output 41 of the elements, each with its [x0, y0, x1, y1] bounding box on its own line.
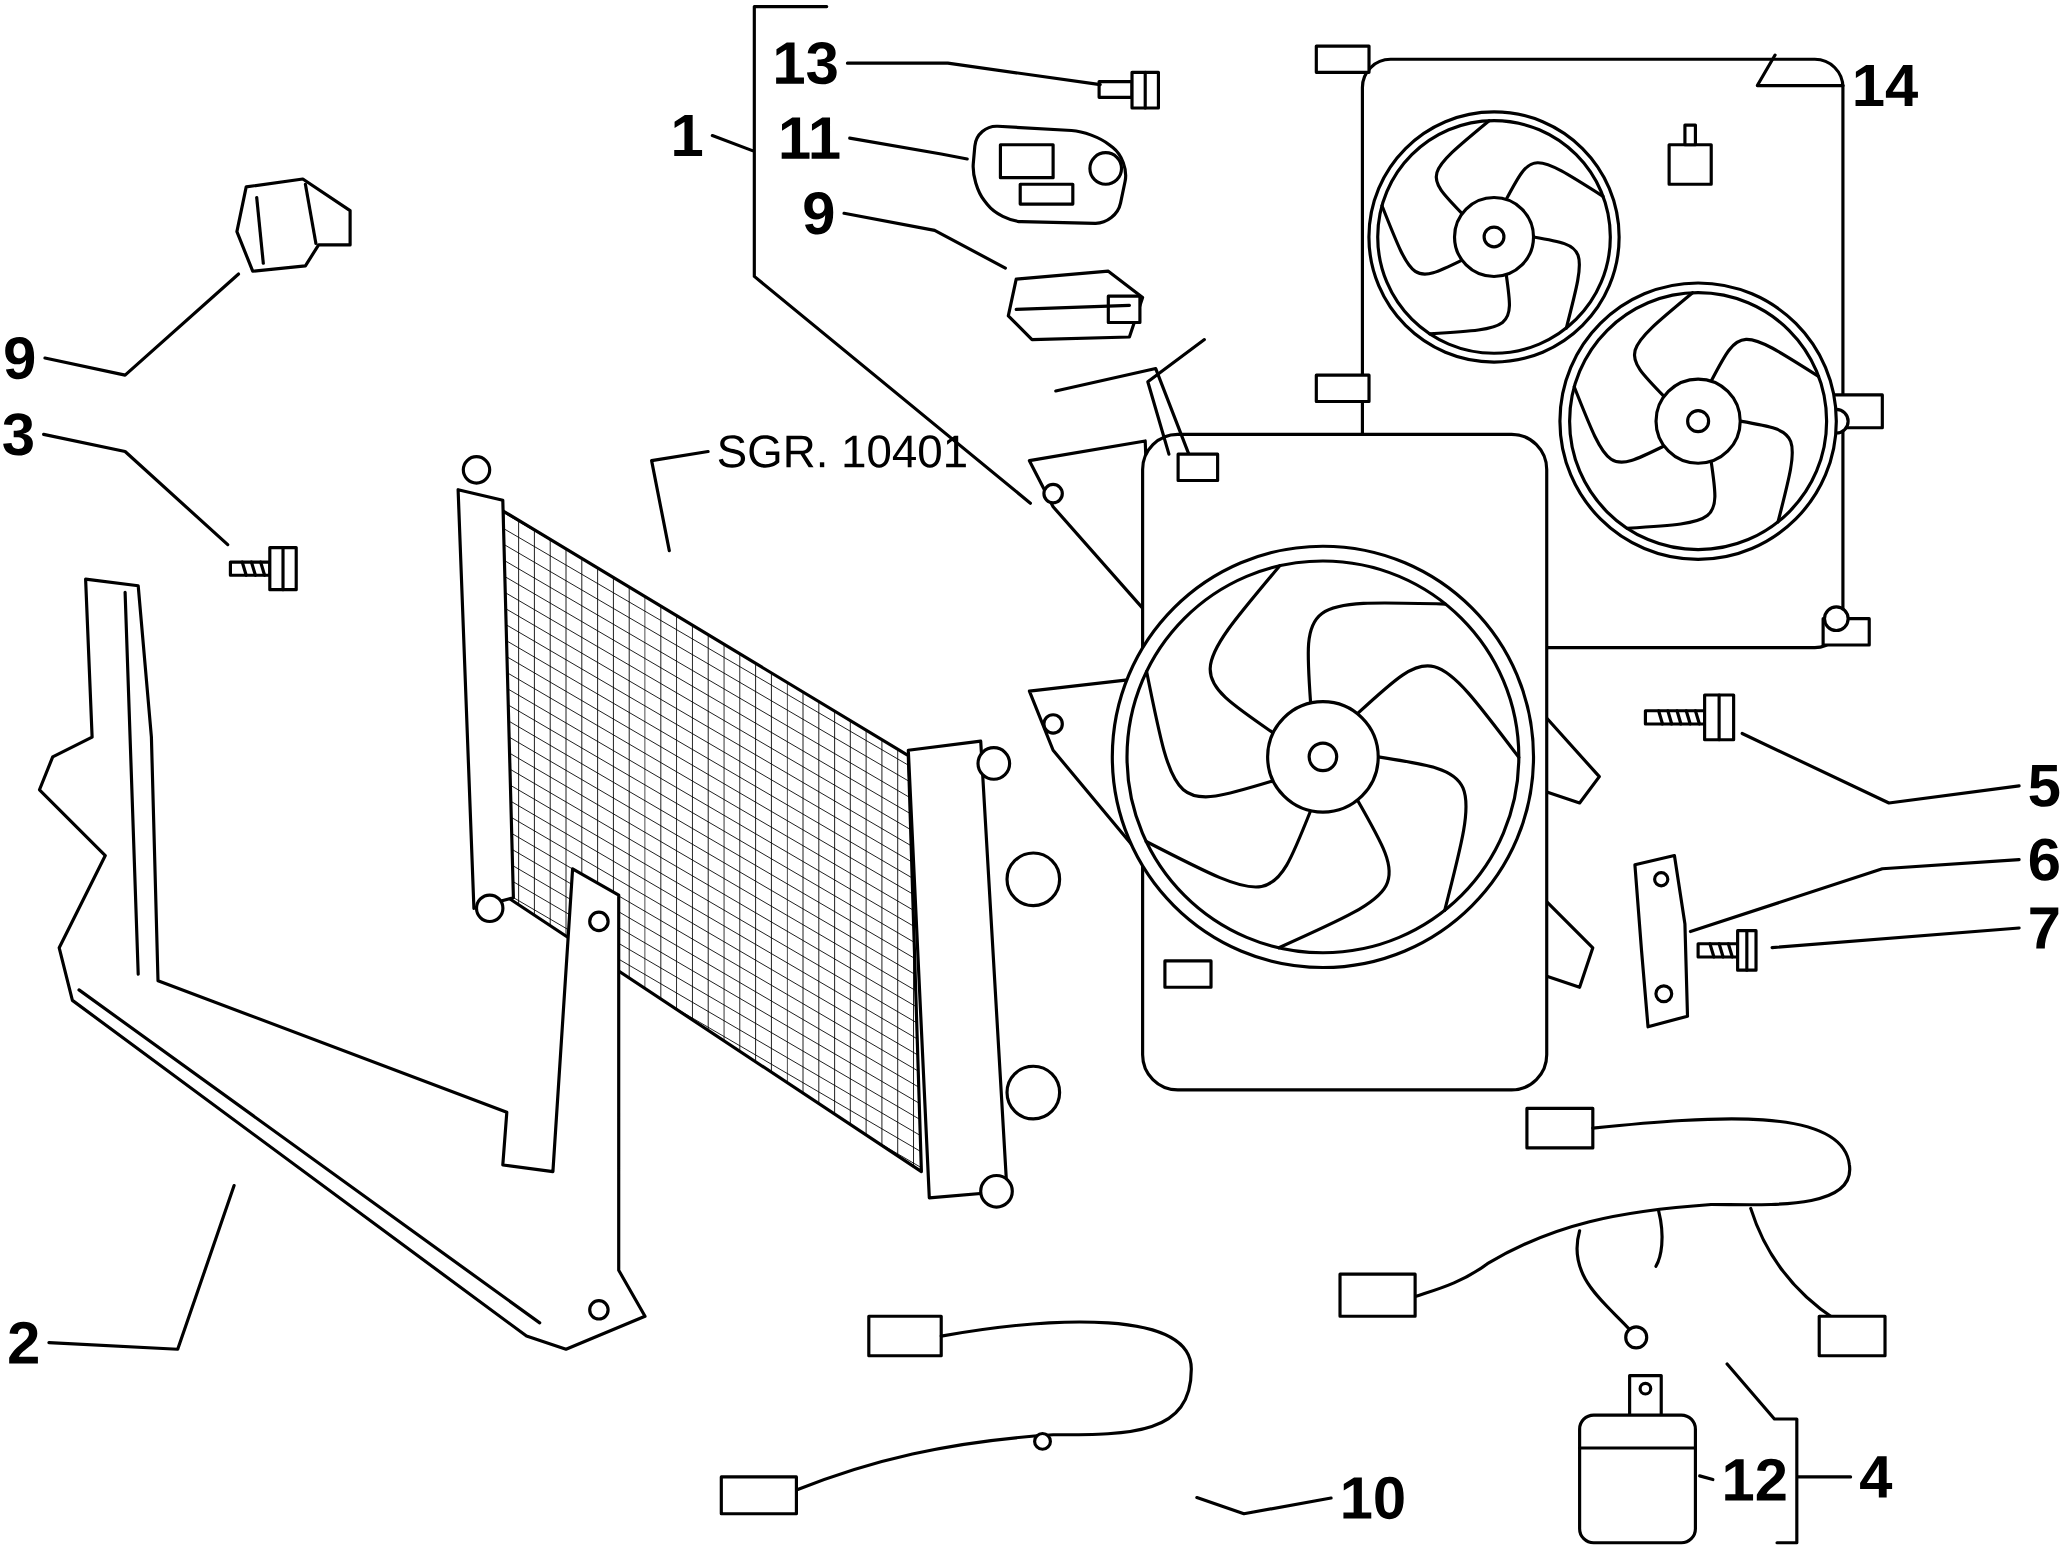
callout-number: 10	[1343, 1476, 1404, 1519]
leader-line	[43, 272, 241, 377]
sensor-drawing	[1006, 269, 1145, 341]
wiring-harness-drawing	[1338, 1106, 1887, 1358]
leader-line	[47, 1183, 236, 1351]
wiring-harness-drawing	[719, 1314, 1193, 1516]
bolt-drawing	[228, 545, 298, 592]
callout-number: 4	[1860, 1456, 1893, 1498]
callout-number: 3	[3, 412, 33, 456]
callout-number: 12	[1725, 1458, 1786, 1501]
fan-drawing	[1027, 337, 1601, 1092]
reference-code: SGR. 10401	[718, 435, 966, 468]
callout-number: 11	[781, 117, 840, 159]
callout-number: 1	[674, 114, 703, 156]
bolt-drawing	[1643, 693, 1736, 742]
callout-number: 9	[5, 336, 35, 379]
callout-number: 5	[2029, 764, 2060, 807]
leader-line	[1755, 53, 1845, 87]
callout-number: 9	[804, 191, 834, 235]
leader-line	[710, 4, 1032, 505]
leader-line	[1770, 926, 2021, 949]
leader-line	[1195, 1495, 1333, 1516]
leader-line	[42, 432, 230, 547]
leader-line	[1688, 857, 2021, 933]
callout-number: 6	[2029, 838, 2059, 881]
screw-drawing	[1696, 928, 1758, 972]
leader-line	[1725, 1362, 1853, 1545]
leader-line	[848, 136, 969, 161]
leader-line	[1740, 731, 2021, 805]
leader-line	[1698, 1474, 1715, 1481]
leader-line	[650, 449, 710, 552]
callout-number: 13	[776, 41, 837, 85]
callout-number: 14	[1855, 64, 1918, 106]
leader-line	[845, 61, 1102, 86]
clip-drawing	[235, 177, 352, 273]
bracket-drawing	[1633, 853, 1690, 1029]
callout-number: 2	[9, 1321, 38, 1364]
leader-line	[842, 211, 1007, 270]
relay-drawing	[1578, 1373, 1697, 1545]
screw-drawing	[1097, 70, 1160, 110]
callout-number: 7	[2030, 907, 2059, 949]
